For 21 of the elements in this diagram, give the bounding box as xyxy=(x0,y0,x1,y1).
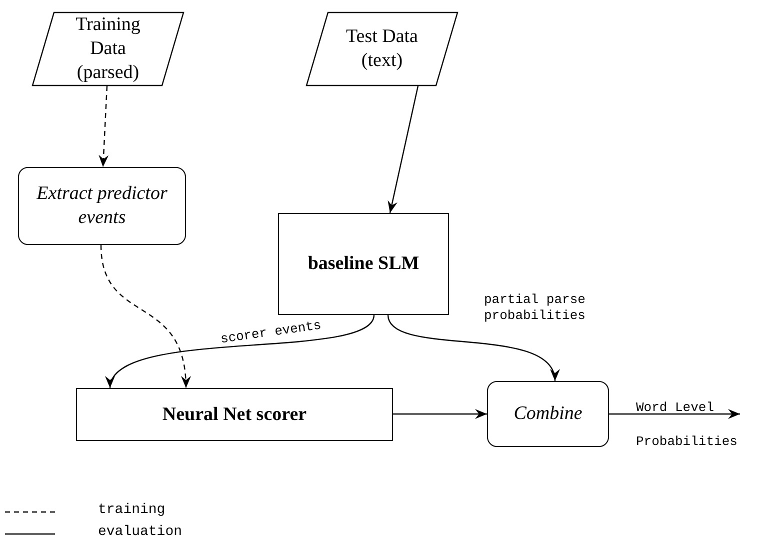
legend-label: training xyxy=(98,502,166,518)
arrow xyxy=(609,409,740,419)
process-box xyxy=(278,213,449,315)
process-rounded-box xyxy=(18,167,186,245)
edge-label: partial parse probabilities xyxy=(484,292,586,324)
legend-label: evaluation xyxy=(98,524,182,540)
node-label: Test Data (text) xyxy=(344,25,419,73)
node-label: baseline SLM xyxy=(306,252,420,276)
node-label: Extract predictor events xyxy=(36,182,168,230)
arrow xyxy=(387,314,557,382)
arrow xyxy=(98,86,109,168)
process-rounded-box xyxy=(487,381,609,447)
process-box xyxy=(76,388,393,441)
data-parallelogram xyxy=(32,12,184,86)
node-label: Neural Net scorer xyxy=(161,402,308,426)
arrow xyxy=(393,409,487,419)
node-label: Training Data (parsed) xyxy=(74,13,142,85)
arrow xyxy=(388,86,419,214)
data-parallelogram xyxy=(306,12,458,86)
edge-label: Word Level Probabilities xyxy=(636,399,738,451)
node-label: Combine xyxy=(512,402,584,426)
